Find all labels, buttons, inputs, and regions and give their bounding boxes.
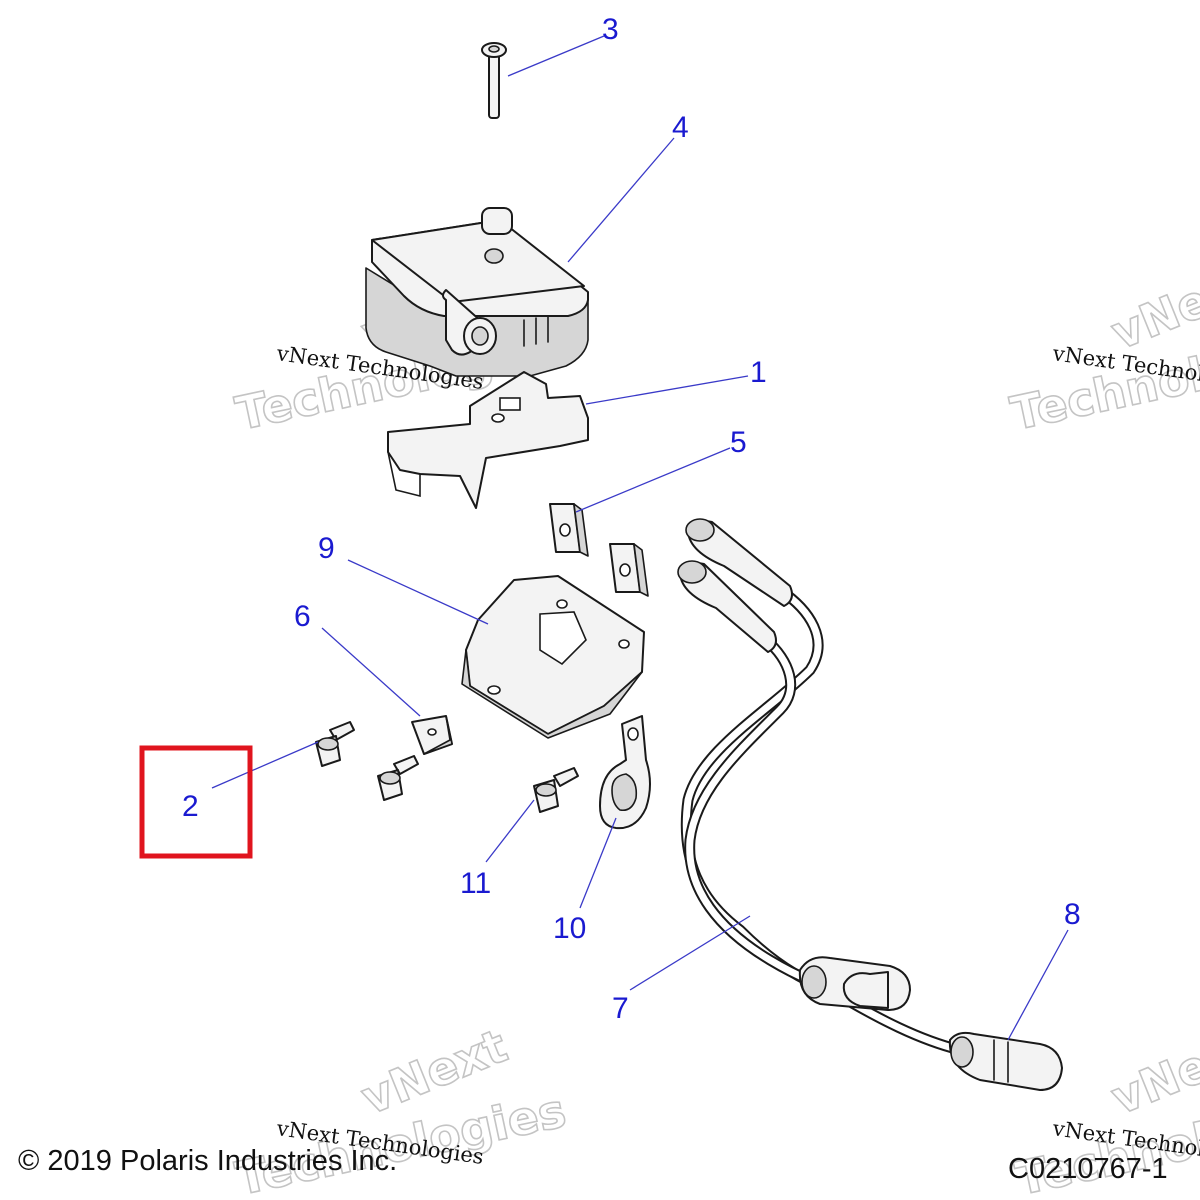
part-2-bolt-b xyxy=(377,755,419,801)
callout-3[interactable]: 3 xyxy=(602,13,619,46)
leader-11 xyxy=(485,799,535,863)
callout-2[interactable]: 2 xyxy=(182,790,199,823)
leader-6 xyxy=(321,627,421,717)
part-7-wire-set xyxy=(677,518,966,1056)
part-9-bracket xyxy=(461,575,645,739)
callout-1[interactable]: 1 xyxy=(750,356,767,389)
watermark-big-text: vNext xyxy=(1104,1018,1200,1125)
part-10-p-clamp xyxy=(599,715,651,830)
copyright-text: © 2019 Polaris Industries Inc. xyxy=(18,1145,397,1177)
part-2-bolt-a xyxy=(315,721,355,767)
callout-8[interactable]: 8 xyxy=(1064,898,1081,931)
part-3-screw xyxy=(481,42,507,119)
callout-6[interactable]: 6 xyxy=(294,600,311,633)
highlight-box-callout-2 xyxy=(139,745,253,859)
leader-3 xyxy=(507,35,605,77)
callouts: 1 2 3 4 5 6 7 8 9 10 11 xyxy=(182,13,1081,1025)
part-1-mount-plate xyxy=(387,371,589,509)
callout-5[interactable]: 5 xyxy=(730,426,747,459)
callout-4[interactable]: 4 xyxy=(672,111,689,144)
leader-4 xyxy=(567,137,675,263)
part-5-clip-nut-a xyxy=(549,503,589,557)
part-6-clip xyxy=(411,715,453,755)
leader-8 xyxy=(1007,929,1069,1041)
leader-9 xyxy=(347,559,489,625)
part-8-plug-boot xyxy=(948,1031,1063,1091)
part-4-coil-module xyxy=(365,207,589,377)
watermark-big-text: vNext xyxy=(1104,253,1200,360)
leader-7 xyxy=(629,915,751,991)
watermark-top-right: Technologies vNext vNext Technologies xyxy=(1005,253,1200,442)
figure-code: C0210767-1 xyxy=(1008,1153,1168,1185)
callout-11[interactable]: 11 xyxy=(460,867,491,900)
callout-10[interactable]: 10 xyxy=(553,912,586,945)
leader-lines xyxy=(211,35,1069,1041)
part-11-bolt xyxy=(533,767,579,813)
leader-5 xyxy=(575,447,731,513)
leader-10 xyxy=(579,817,617,909)
part-5-clip-nut-b xyxy=(609,543,649,597)
callout-9[interactable]: 9 xyxy=(318,532,335,565)
callout-7[interactable]: 7 xyxy=(612,992,629,1025)
leader-2 xyxy=(211,741,319,789)
leader-1 xyxy=(585,375,749,405)
